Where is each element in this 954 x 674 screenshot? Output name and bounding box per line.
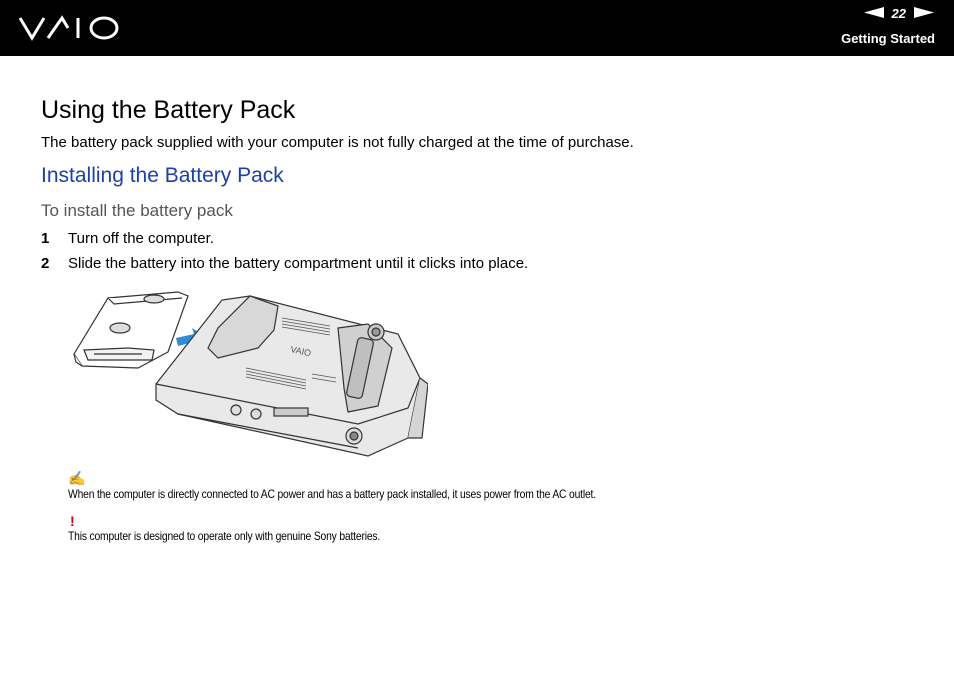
exclamation-icon: ! — [70, 513, 75, 529]
triangle-left-icon — [863, 6, 884, 18]
warning-text: This computer is designed to operate onl… — [68, 529, 381, 543]
previous-page-button[interactable] — [863, 6, 884, 21]
page-navigation: 22 — [863, 6, 934, 21]
procedure-heading: To install the battery pack — [41, 201, 233, 220]
section-title: Getting Started — [841, 31, 935, 46]
pencil-note-icon: ✍ — [68, 470, 86, 486]
vaio-logo — [18, 14, 122, 47]
step-number: 2 — [41, 255, 50, 272]
page-number: 22 — [891, 6, 906, 21]
step-number: 1 — [41, 230, 50, 247]
next-page-button[interactable] — [914, 6, 934, 21]
intro-text: The battery pack supplied with your comp… — [41, 134, 634, 151]
step-item: 1 Turn off the computer. — [41, 230, 214, 247]
svg-text:VAIO: VAIO — [290, 344, 312, 358]
note-text: When the computer is directly connected … — [68, 487, 596, 501]
step-text: Turn off the computer. — [68, 230, 214, 247]
page-title: Using the Battery Pack — [41, 96, 296, 124]
step-item: 2 Slide the battery into the battery comp… — [41, 255, 528, 272]
triangle-right-icon — [914, 6, 934, 18]
page-header: 22 Getting Started — [0, 0, 954, 56]
battery-installation-illustration: VAIO — [68, 288, 429, 465]
section-heading: Installing the Battery Pack — [41, 164, 284, 187]
step-text: Slide the battery into the battery compa… — [68, 255, 529, 272]
